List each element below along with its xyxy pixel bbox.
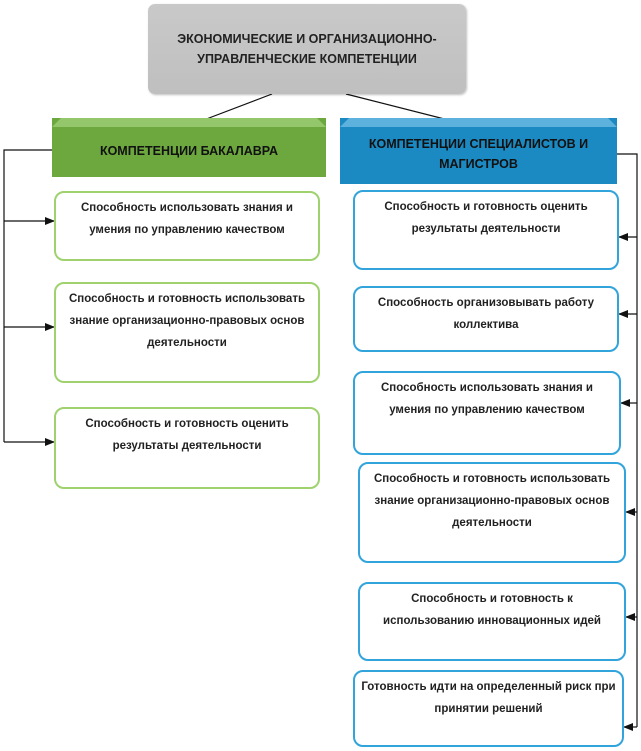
specialist-item-6-label: Готовность идти на определенный риск при… <box>361 681 616 715</box>
category-bachelor-label: КОМПЕТЕНЦИИ БАКАЛАВРА <box>99 143 279 158</box>
bachelor-item-2-label: Способность и готовность использовать зн… <box>68 293 306 349</box>
category-specialists-label: КОМПЕТЕНЦИИ СПЕЦИАЛИСТОВ И МАГИСТРОВ <box>368 137 589 171</box>
specialist-item-3-label: Способность использовать знания и умения… <box>381 382 593 416</box>
category-specialists-bevel <box>340 118 617 127</box>
bachelor-item-2: Способность и готовность использовать зн… <box>54 282 320 383</box>
specialist-bracket-line <box>617 153 638 727</box>
category-specialists: КОМПЕТЕНЦИИ СПЕЦИАЛИСТОВ И МАГИСТРОВ <box>340 118 617 184</box>
bachelor-item-3: Способность и готовность оценить результ… <box>54 407 320 489</box>
specialist-item-5-label: Способность и готовность к использованию… <box>383 593 601 627</box>
specialist-item-4: Способность и готовность использовать зн… <box>358 462 626 563</box>
root-node: ЭКОНОМИЧЕСКИЕ И ОРГАНИЗАЦИОННО-УПРАВЛЕНЧ… <box>148 4 466 94</box>
category-bachelor-bevel <box>52 118 326 127</box>
bachelor-bracket-line <box>3 149 52 442</box>
bachelor-item-1: Способность использовать знания и умения… <box>54 191 320 261</box>
specialist-item-1: Способность и готовность оценить результ… <box>353 190 619 270</box>
specialist-item-6: Готовность идти на определенный риск при… <box>353 670 624 747</box>
specialist-item-4-label: Способность и готовность использовать зн… <box>373 473 611 529</box>
root-node-label: ЭКОНОМИЧЕСКИЕ И ОРГАНИЗАЦИОННО-УПРАВЛЕНЧ… <box>177 32 437 66</box>
bachelor-item-1-label: Способность использовать знания и умения… <box>81 202 293 236</box>
specialist-item-3: Способность использовать знания и умения… <box>353 371 621 455</box>
bachelor-item-3-label: Способность и готовность оценить результ… <box>85 418 289 452</box>
category-bachelor: КОМПЕТЕНЦИИ БАКАЛАВРА <box>52 118 326 177</box>
specialist-item-5: Способность и готовность к использованию… <box>358 582 626 661</box>
specialist-item-1-label: Способность и готовность оценить результ… <box>384 201 588 235</box>
specialist-item-2: Способность организовывать работу коллек… <box>353 286 619 352</box>
specialist-item-2-label: Способность организовывать работу коллек… <box>377 297 595 331</box>
